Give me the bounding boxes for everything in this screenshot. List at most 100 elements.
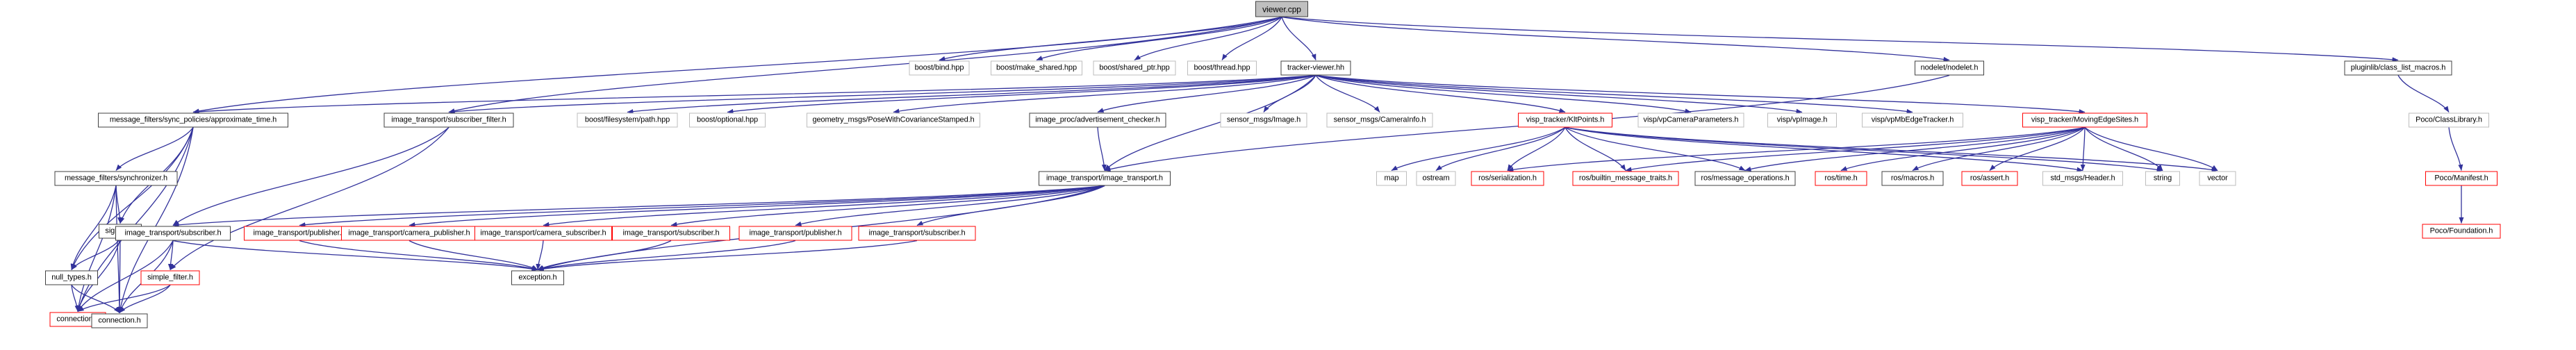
graph-edge [172, 127, 449, 226]
graph-edge [1315, 74, 1803, 114]
node-label: ros/serialization.h [1478, 174, 1537, 183]
graph-node[interactable]: ostream [1416, 171, 1456, 186]
graph-edge [1281, 17, 1316, 60]
node-label: message_filters/sync_policies/approximat… [109, 115, 277, 124]
node-label: boost/thread.hpp [1194, 63, 1250, 72]
node-label: vector [2207, 174, 2228, 183]
graph-edge [1263, 75, 1316, 112]
graph-node[interactable]: boost/optional.hpp [689, 112, 766, 128]
graph-edge [916, 185, 1105, 226]
graph-node[interactable]: image_proc/advertisement_checker.h [1029, 112, 1166, 128]
graph-node[interactable]: tracker-viewer.hh [1280, 60, 1351, 76]
graph-node[interactable]: map [1376, 171, 1407, 186]
graph-edge [1507, 127, 1566, 171]
graph-node[interactable]: connection.h [91, 313, 148, 328]
graph-edge [1989, 127, 2086, 171]
node-label: viewer.cpp [1262, 4, 1301, 14]
graph-edge [1281, 16, 2399, 62]
graph-node[interactable]: boost/bind.hpp [909, 60, 970, 76]
graph-root-node[interactable]: viewer.cpp [1255, 1, 1308, 17]
graph-edge [71, 238, 121, 270]
node-label: visp_tracker/MovingEdgeSites.h [2031, 115, 2139, 124]
graph-node[interactable]: geometry_msgs/PoseWithCovarianceStamped.… [807, 112, 980, 128]
graph-node[interactable]: boost/make_shared.hpp [991, 60, 1082, 76]
node-label: exception.h [518, 273, 557, 282]
graph-node[interactable]: sensor_msgs/Image.h [1220, 112, 1307, 128]
graph-edge [1564, 126, 2163, 172]
graph-node[interactable]: null_types.h [45, 270, 98, 285]
graph-node[interactable]: Poco/ClassLibrary.h [2409, 112, 2489, 128]
graph-node[interactable]: ros/builtin_message_traits.h [1572, 171, 1679, 186]
graph-edge [1315, 74, 2086, 115]
node-label: string [2153, 174, 2172, 183]
graph-node[interactable]: boost/filesystem/path.hpp [577, 112, 678, 128]
graph-node[interactable]: visp_tracker/MovingEdgeSites.h [2022, 112, 2147, 128]
graph-edge [172, 185, 1105, 228]
graph-node[interactable]: image_transport/subscriber.h [858, 226, 976, 241]
graph-node[interactable]: visp_tracker/KltPoints.h [1518, 112, 1612, 128]
graph-node[interactable]: visp/vpMbEdgeTracker.h [1862, 112, 1963, 128]
graph-edge [543, 185, 1105, 227]
graph-edge [1315, 74, 1566, 113]
graph-node[interactable]: simple_filter.h [140, 270, 200, 285]
graph-edge [115, 127, 194, 171]
graph-edge [1315, 74, 1692, 114]
graph-node[interactable]: image_transport/subscriber.h [612, 226, 730, 241]
graph-node[interactable]: exception.h [511, 270, 564, 285]
graph-edge [170, 127, 449, 270]
graph-node[interactable]: boost/shared_ptr.hpp [1093, 60, 1176, 76]
graph-node[interactable]: message_filters/synchronizer.h [54, 171, 178, 186]
graph-edge [2448, 127, 2463, 171]
node-label: connection.h [98, 316, 141, 325]
graph-edge [71, 285, 80, 312]
graph-node[interactable]: pluginlib/class_list_macros.h [2344, 60, 2452, 76]
graph-node[interactable]: Poco/Foundation.h [2422, 224, 2501, 239]
node-label: ros/message_operations.h [1701, 174, 1790, 183]
graph-node[interactable]: ros/serialization.h [1471, 171, 1544, 186]
graph-node[interactable]: vector [2199, 171, 2236, 186]
graph-node[interactable]: image_transport/camera_subscriber.h [474, 226, 612, 241]
graph-node[interactable]: string [2145, 171, 2180, 186]
graph-edge [795, 185, 1105, 226]
graph-edge [117, 238, 122, 313]
graph-edge [2397, 75, 2450, 112]
node-label: image_transport/camera_publisher.h [348, 228, 470, 238]
graph-edge [1564, 127, 1626, 171]
node-label: image_transport/publisher.h [749, 228, 842, 238]
graph-edge [408, 240, 538, 271]
graph-node[interactable]: boost/thread.hpp [1187, 60, 1257, 76]
graph-node[interactable]: image_transport/publisher.h [244, 226, 355, 241]
graph-node[interactable]: image_transport/subscriber.h [115, 226, 231, 241]
graph-edge [2080, 127, 2086, 171]
graph-node[interactable]: visp/vpImage.h [1767, 112, 1837, 128]
graph-edge [71, 285, 120, 313]
graph-edge [1391, 126, 1566, 172]
graph-node[interactable]: image_transport/image_transport.h [1039, 171, 1171, 186]
graph-node[interactable]: visp/vpCameraParameters.h [1637, 112, 1744, 128]
graph-edge [192, 74, 1316, 115]
graph-edge [727, 74, 1316, 114]
node-label: visp/vpMbEdgeTracker.h [1871, 115, 1954, 124]
graph-node[interactable]: std_msgs/Header.h [2042, 171, 2123, 186]
graph-node[interactable]: nodelet/nodelet.h [1915, 60, 1984, 76]
graph-node[interactable]: image_transport/publisher.h [738, 226, 852, 241]
graph-node[interactable]: ros/message_operations.h [1694, 171, 1796, 186]
graph-edge [299, 185, 1105, 228]
graph-node[interactable]: sensor_msgs/CameraInfo.h [1326, 112, 1433, 128]
graph-edge [536, 240, 544, 270]
graph-edge [1134, 16, 1282, 61]
node-label: visp_tracker/KltPoints.h [1526, 115, 1605, 124]
graph-node[interactable]: ros/time.h [1815, 171, 1867, 186]
graph-edge [1564, 126, 1746, 172]
graph-node[interactable]: Poco/Manifest.h [2425, 171, 2497, 186]
graph-node[interactable]: ros/macros.h [1881, 171, 1944, 186]
node-label: ros/builtin_message_traits.h [1578, 174, 1673, 183]
graph-node[interactable]: image_transport/camera_publisher.h [341, 226, 477, 241]
node-label: visp/vpCameraParameters.h [1643, 115, 1739, 124]
graph-node[interactable]: message_filters/sync_policies/approximat… [98, 112, 288, 128]
node-label: boost/bind.hpp [914, 63, 964, 72]
graph-node[interactable]: image_transport/subscriber_filter.h [383, 112, 514, 128]
graph-edge [2084, 126, 2218, 172]
graph-node[interactable]: ros/assert.h [1961, 171, 2018, 186]
node-label: pluginlib/class_list_macros.h [2350, 63, 2446, 72]
